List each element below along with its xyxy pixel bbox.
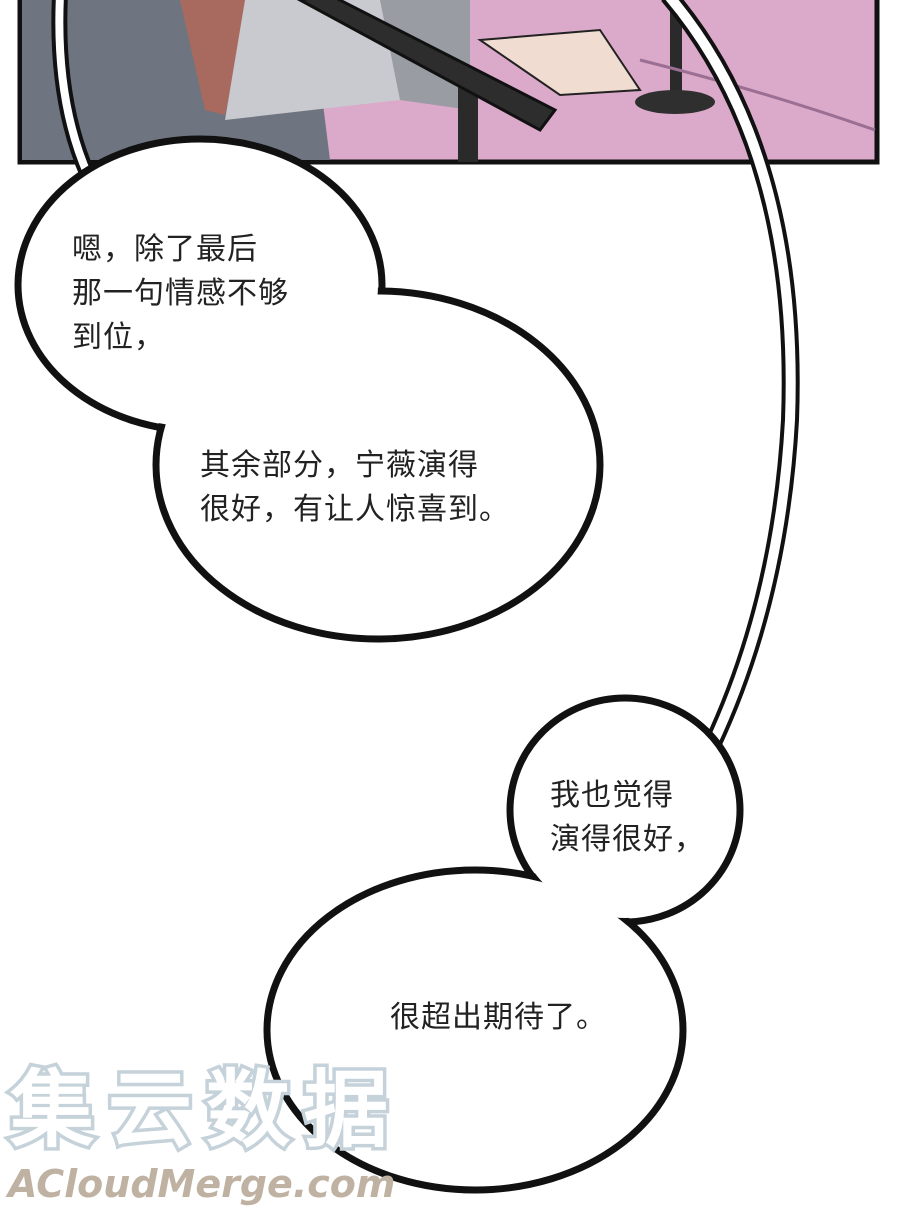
speech-bubble-4	[271, 874, 679, 1186]
text-line: 很超出期待了。	[390, 1000, 607, 1035]
bubble-2-text: 其余部分，宁薇演得 很好，有让人惊喜到。	[200, 444, 510, 532]
bubble-4-text: 很超出期待了。	[390, 996, 607, 1040]
text-line: 我也觉得	[550, 778, 674, 813]
bubble-1-text: 嗯，除了最后 那一句情感不够 到位，	[72, 228, 289, 360]
watermark-chinese: 集云数据	[6, 1061, 403, 1160]
text-line: 演得很好，	[550, 822, 705, 857]
text-line: 那一句情感不够	[72, 276, 289, 311]
speech-bubble-2	[160, 295, 596, 635]
text-line: 嗯，除了最后	[72, 232, 258, 267]
watermark-latin: ACloudMerge.com	[8, 1162, 396, 1206]
text-line: 其余部分，宁薇演得	[200, 448, 479, 483]
speech-bubble-3	[514, 702, 736, 918]
text-line: 到位，	[72, 320, 165, 355]
bubble-3-text: 我也觉得 演得很好，	[550, 774, 705, 862]
text-line: 很好，有让人惊喜到。	[200, 492, 510, 527]
